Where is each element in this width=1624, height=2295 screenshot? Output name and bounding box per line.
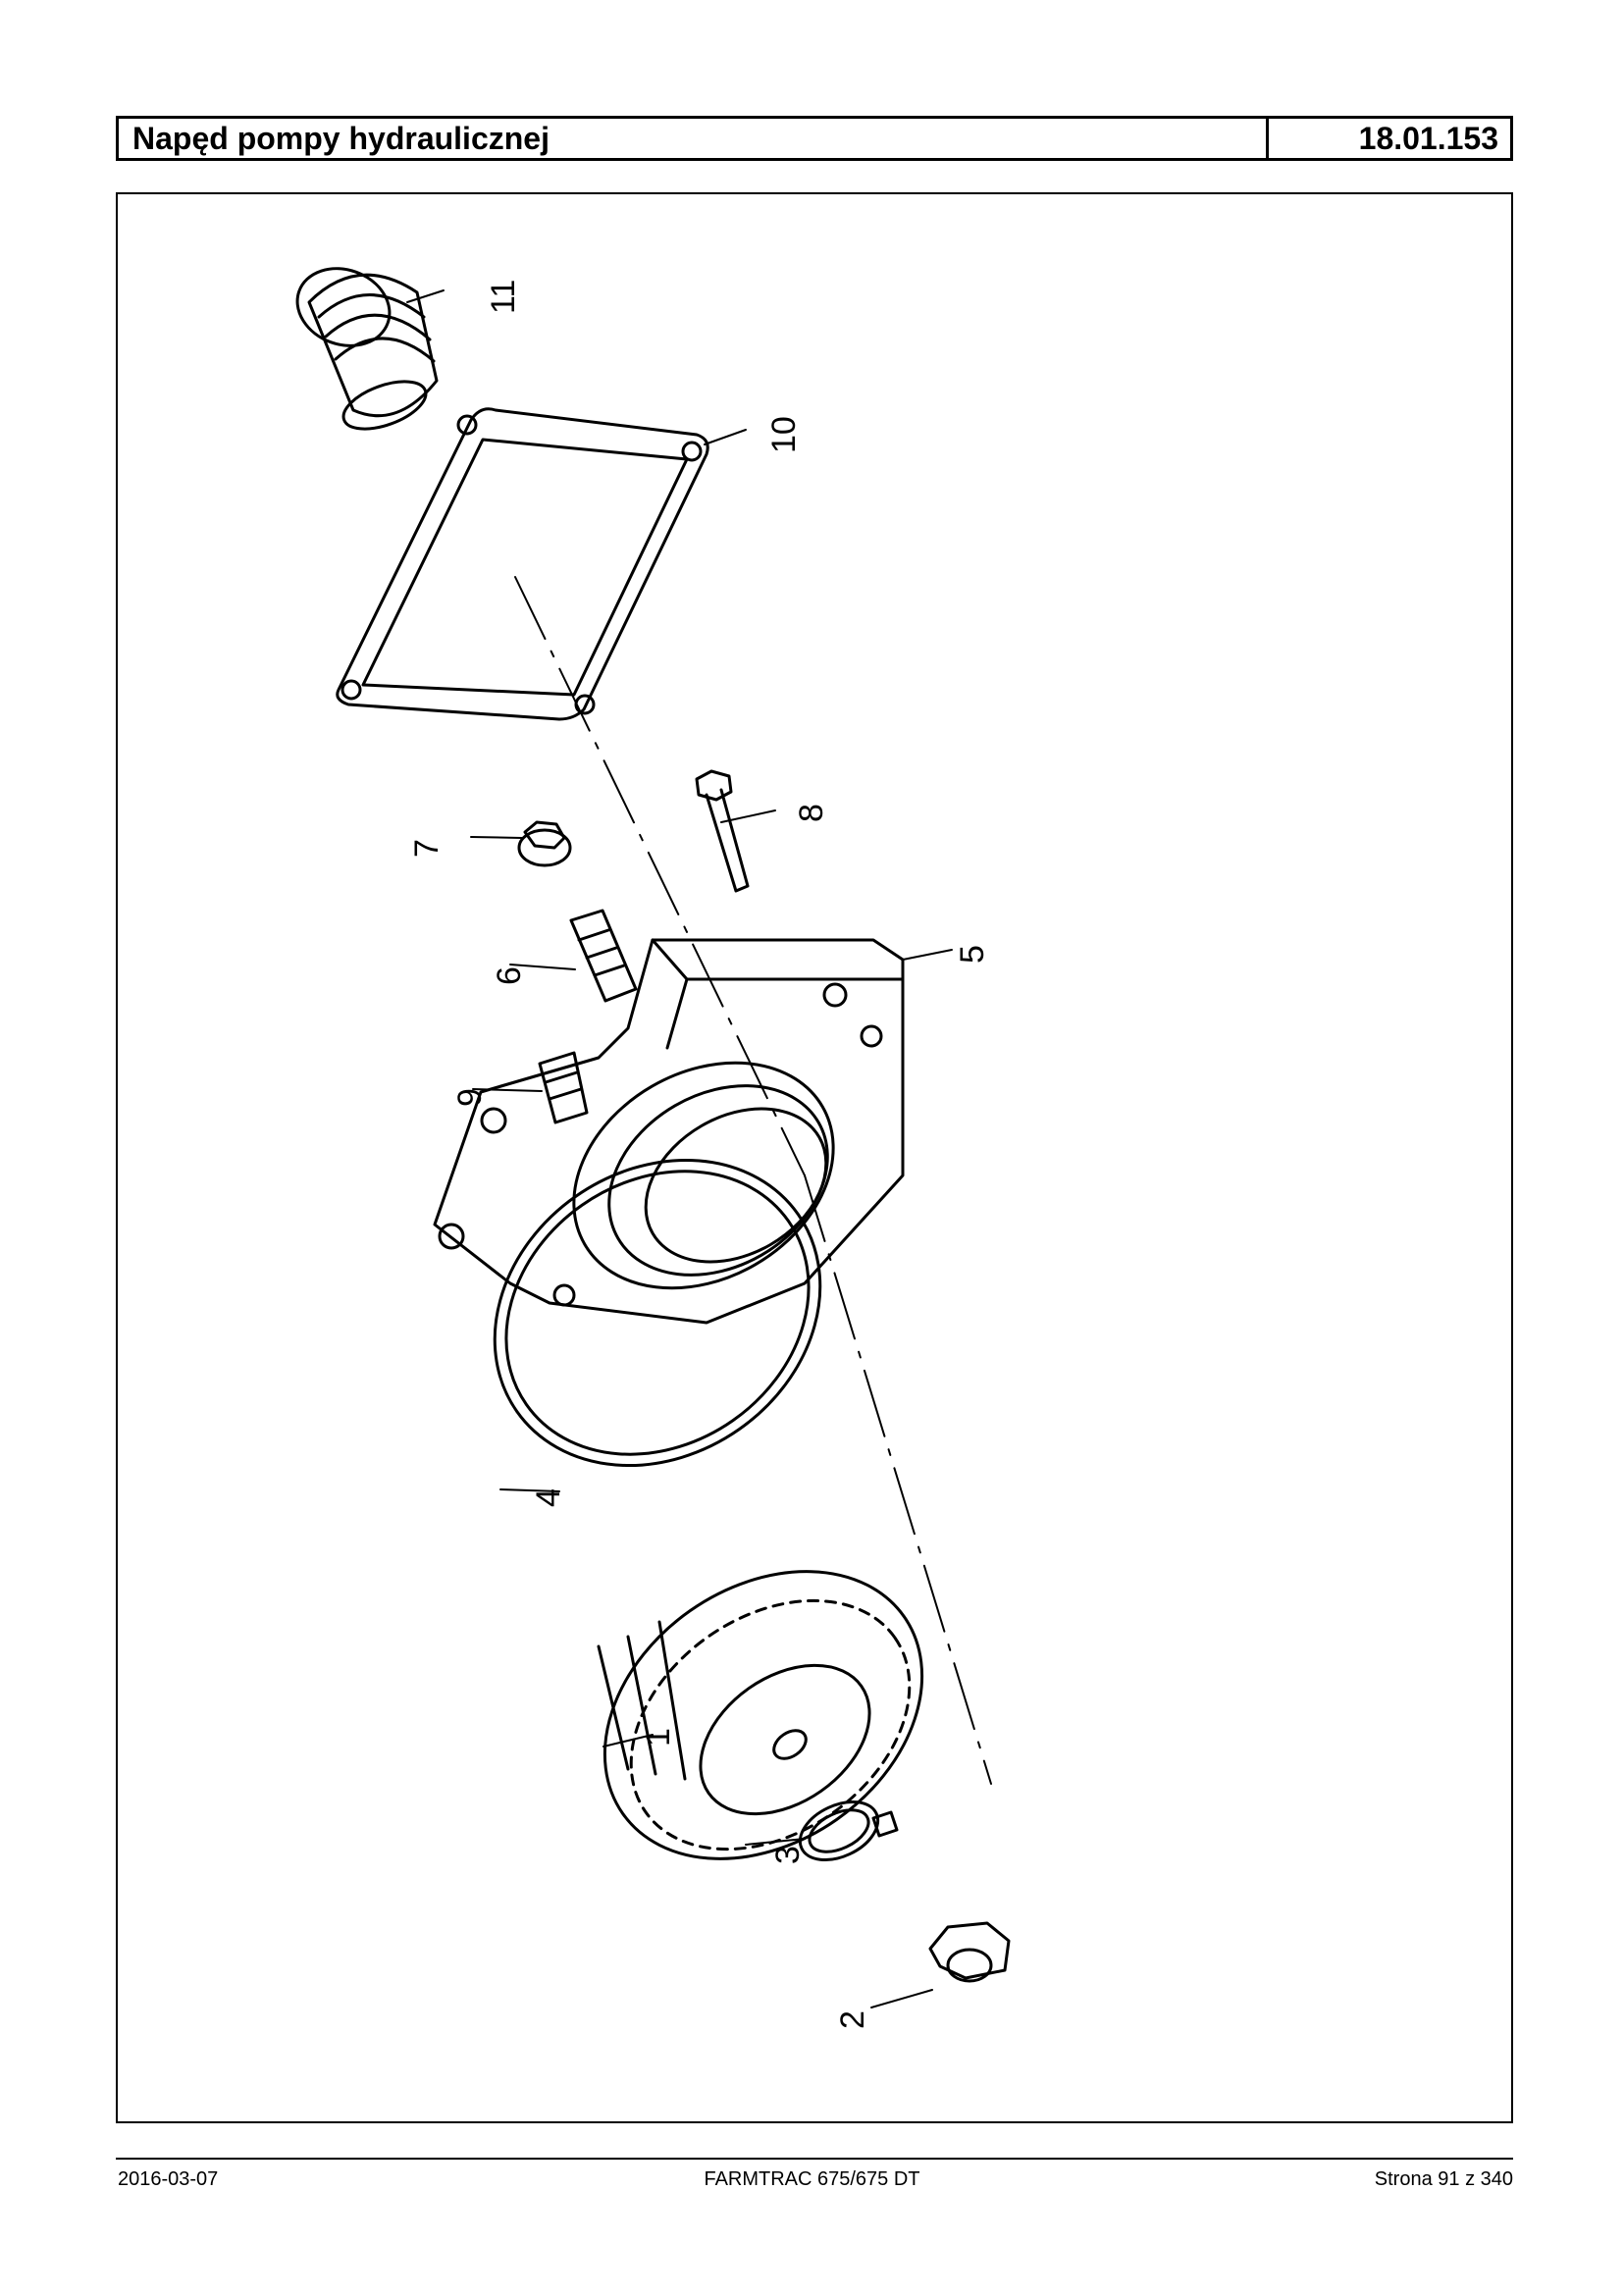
center-axis-line: [514, 576, 992, 1785]
part-6-stud: [509, 909, 638, 1003]
part-8-bolt: [695, 769, 776, 893]
part-5-housing: [433, 938, 953, 1325]
exploded-diagram-frame: 1 2 3 4 5 6 7 8 9 10 11: [116, 192, 1513, 2123]
footer-model: FARMTRAC 675/675 DT: [704, 2168, 920, 2190]
callout-3: 3: [769, 1846, 807, 1864]
part-9-set-screw: [472, 1051, 589, 1124]
part-10-gasket: [336, 407, 747, 721]
callout-1: 1: [640, 1728, 677, 1747]
part-2-nut: [870, 1921, 1011, 2008]
callout-9: 9: [451, 1088, 489, 1107]
part-1-gear: [597, 1570, 924, 1860]
callout-5: 5: [954, 945, 991, 964]
callout-11: 11: [485, 280, 522, 314]
footer-date: 2016-03-07: [118, 2168, 219, 2190]
callout-4: 4: [530, 1488, 567, 1507]
part-7-flange-nut: [470, 820, 572, 867]
callout-7: 7: [408, 839, 445, 858]
page-header: Napęd pompy hydraulicznej 18.01.153: [116, 116, 1513, 161]
footer-rule: [116, 2158, 1513, 2160]
part-3-lock-washer: [745, 1799, 899, 1862]
footer-page-number: Strona 91 z 340: [1374, 2168, 1513, 2190]
page-title: Napęd pompy hydraulicznej: [119, 119, 1269, 158]
part-4-o-ring: [493, 1158, 822, 1492]
callout-8: 8: [793, 804, 830, 822]
exploded-diagram: 1 2 3 4 5 6 7 8 9 10 11: [295, 267, 1011, 2029]
callout-2: 2: [834, 2010, 871, 2029]
part-11-cap-plug: [295, 267, 445, 431]
callout-10: 10: [765, 416, 803, 453]
section-code: 18.01.153: [1358, 120, 1498, 156]
callout-6: 6: [491, 966, 528, 985]
